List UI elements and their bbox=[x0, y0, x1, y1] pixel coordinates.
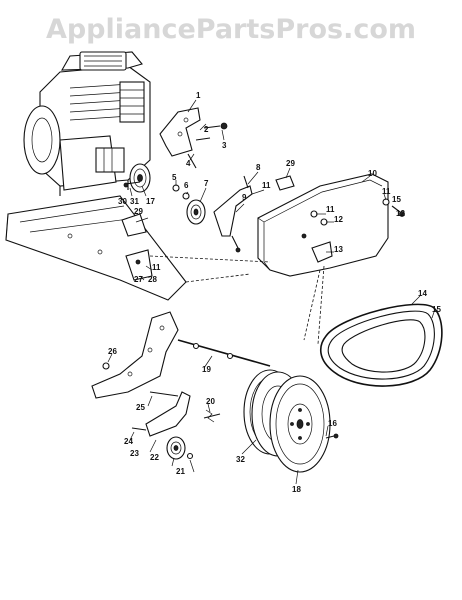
part-label: 15 bbox=[392, 195, 401, 204]
part-label: 28 bbox=[148, 275, 157, 284]
watermark-logo: AppliancePartsPros.com bbox=[45, 14, 417, 45]
part-label: 12 bbox=[334, 215, 343, 224]
part-label: 29 bbox=[134, 207, 143, 216]
part-label: 17 bbox=[146, 197, 155, 206]
part-label: 24 bbox=[124, 437, 133, 446]
part-label: 18 bbox=[292, 485, 301, 494]
part-label: 13 bbox=[334, 245, 343, 254]
idler-pulley bbox=[186, 199, 206, 225]
part-label: 15 bbox=[432, 305, 441, 314]
part-label: 4 bbox=[186, 159, 191, 168]
part-label: 11 bbox=[326, 205, 335, 214]
part-label: 20 bbox=[206, 397, 215, 406]
part-label: 21 bbox=[176, 467, 185, 476]
part-label: 29 bbox=[286, 159, 295, 168]
lower-pulley bbox=[166, 436, 194, 460]
part-label: 12 bbox=[396, 209, 405, 218]
part-label: 19 bbox=[202, 365, 211, 374]
rear-bracket bbox=[91, 311, 179, 399]
part-label: 1 bbox=[196, 91, 201, 100]
part-label: 22 bbox=[150, 453, 159, 462]
lower-bracket bbox=[131, 391, 221, 437]
part-label: 3 bbox=[222, 141, 227, 150]
part-label: 6 bbox=[184, 181, 189, 190]
part-label: 16 bbox=[328, 419, 337, 428]
part-label: 25 bbox=[136, 403, 145, 412]
part-label: 9 bbox=[242, 193, 247, 202]
part-label: 8 bbox=[256, 163, 261, 172]
part-label: 23 bbox=[130, 449, 139, 458]
engine-bracket bbox=[159, 107, 228, 169]
drive-wheel bbox=[269, 375, 331, 473]
engine bbox=[23, 51, 151, 196]
idler-arm bbox=[213, 185, 253, 237]
part-label: 10 bbox=[368, 169, 377, 178]
part-label: 32 bbox=[236, 455, 245, 464]
part-label: 5 bbox=[172, 173, 177, 182]
part-label: 2 bbox=[204, 125, 209, 134]
part-label: 27 bbox=[134, 275, 143, 284]
part-label: 30 bbox=[118, 197, 127, 206]
part-label: 11 bbox=[152, 263, 161, 272]
part-label: 26 bbox=[108, 347, 117, 356]
part-labels: 1 2 3 4 5 6 7 8 9 10 11 11 11 11 12 12 1… bbox=[108, 91, 441, 494]
part-label: 7 bbox=[204, 179, 209, 188]
part-label: 31 bbox=[130, 197, 139, 206]
frame-panel bbox=[5, 195, 187, 301]
drive-belts bbox=[319, 303, 443, 387]
part-label: 14 bbox=[418, 289, 427, 298]
engine-pulley bbox=[123, 163, 151, 193]
part-label: 11 bbox=[382, 187, 391, 196]
part-label: 11 bbox=[262, 181, 271, 190]
